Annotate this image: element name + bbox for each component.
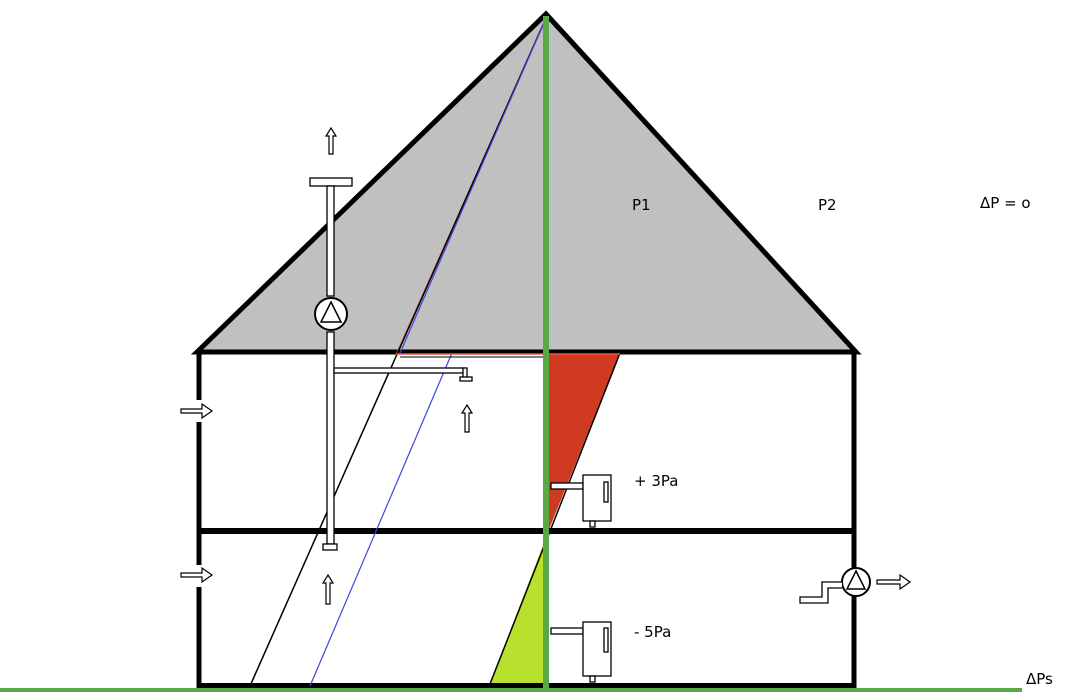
radiator-icon (550, 474, 612, 528)
up-arrow-icon (460, 403, 474, 433)
fan-icon (799, 567, 871, 604)
gradient-line-black (249, 17, 547, 687)
label-delta-ps: ΔPs (1026, 670, 1053, 688)
right-arrow-icon (876, 573, 912, 591)
gradient-line-blue-lower (309, 352, 453, 687)
fan-icon (314, 297, 348, 331)
pressure-gradient-line (487, 352, 621, 690)
right-arrow-icon (180, 566, 214, 584)
right-arrow-icon (180, 402, 214, 420)
gradient-line-blue (399, 17, 547, 354)
radiator-icon (550, 621, 612, 683)
attic-roof (190, 10, 862, 355)
exhaust-duct (309, 177, 473, 551)
label-delta-p: ΔP = o (980, 194, 1031, 212)
up-arrow-icon (324, 126, 338, 155)
up-arrow-icon (321, 573, 335, 605)
label-p2: P2 (818, 196, 837, 214)
label-lower-pressure: - 5Pa (634, 623, 671, 641)
label-upper-pressure: + 3Pa (634, 472, 678, 490)
label-p1: P1 (632, 196, 651, 214)
